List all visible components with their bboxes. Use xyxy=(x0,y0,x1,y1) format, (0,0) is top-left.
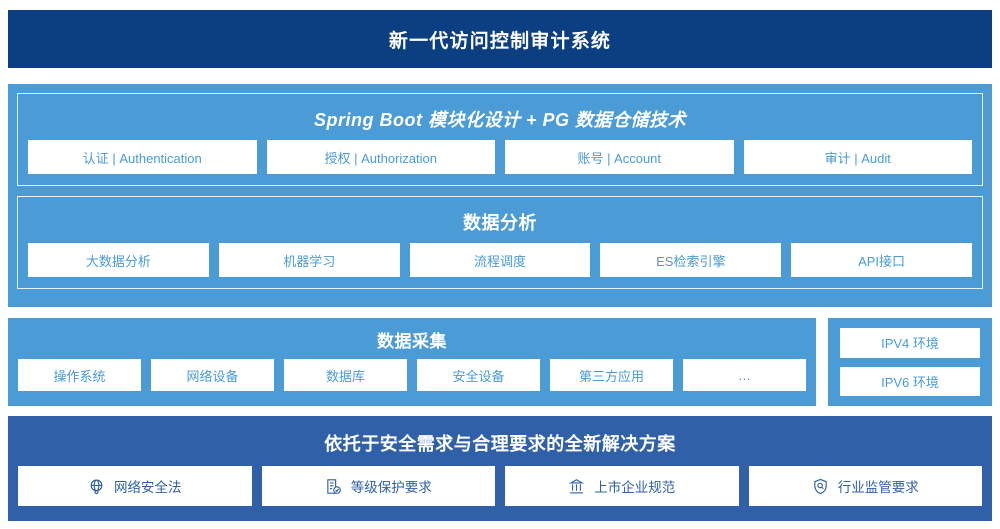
document-check-icon xyxy=(325,478,342,495)
chip-third-party-app[interactable]: 第三方应用 xyxy=(550,359,673,391)
platform-panel: Spring Boot 模块化设计 + PG 数据仓储技术 认证 | Authe… xyxy=(8,84,992,307)
page-title: 新一代访问控制审计系统 xyxy=(388,30,612,52)
chip-label: 上市企业规范 xyxy=(594,480,676,495)
group-title-compliance: 依托于安全需求与合理要求的全新解决方案 xyxy=(324,434,676,454)
compliance-panel: 依托于安全需求与合理要求的全新解决方案 网络安全法 xyxy=(8,416,992,521)
chip-operating-system[interactable]: 操作系统 xyxy=(18,359,141,391)
group-title-data-collection: 数据采集 xyxy=(377,332,447,351)
chip-big-data-analysis[interactable]: 大数据分析 xyxy=(28,243,209,277)
chip-label: 网络安全法 xyxy=(114,480,182,495)
chip-cybersecurity-law[interactable]: 网络安全法 xyxy=(18,466,252,506)
chip-row-compliance: 网络安全法 等级保护要求 xyxy=(18,466,982,506)
chip-label: 行业监管要求 xyxy=(837,480,919,495)
chip-process-scheduling[interactable]: 流程调度 xyxy=(409,243,591,277)
chip-classified-protection[interactable]: 等级保护要求 xyxy=(261,466,495,506)
chip-account[interactable]: 账号 | Account xyxy=(505,140,734,174)
bank-icon xyxy=(568,478,585,495)
shield-search-icon xyxy=(812,478,829,495)
collection-row: 数据采集 操作系统 网络设备 数据库 安全设备 第三方应用 … IPV4 环境 … xyxy=(8,318,992,406)
chip-network-device[interactable]: 网络设备 xyxy=(151,359,274,391)
header-bar: 新一代访问控制审计系统 xyxy=(8,10,992,68)
chip-database[interactable]: 数据库 xyxy=(284,359,407,391)
chip-authorization[interactable]: 授权 | Authorization xyxy=(266,140,495,174)
group-title-spring-boot: Spring Boot 模块化设计 + PG 数据仓储技术 xyxy=(313,110,686,130)
chip-authentication[interactable]: 认证 | Authentication xyxy=(28,140,257,174)
collection-panel: 数据采集 操作系统 网络设备 数据库 安全设备 第三方应用 … xyxy=(8,318,816,406)
chip-more-ellipsis[interactable]: … xyxy=(683,359,806,391)
chip-industry-regulation[interactable]: 行业监管要求 xyxy=(748,466,982,506)
chip-label: 等级保护要求 xyxy=(350,480,432,495)
chip-api-interface[interactable]: API接口 xyxy=(791,243,972,277)
chip-listed-enterprise-standard[interactable]: 上市企业规范 xyxy=(505,466,739,506)
group-spring-boot: Spring Boot 模块化设计 + PG 数据仓储技术 认证 | Authe… xyxy=(17,93,983,186)
chip-es-search-engine[interactable]: ES检索引擎 xyxy=(600,243,782,277)
group-data-analysis: 数据分析 大数据分析 机器学习 流程调度 ES检索引擎 API接口 xyxy=(17,196,983,289)
chip-row-spring-boot: 认证 | Authentication 授权 | Authorization 账… xyxy=(28,140,972,174)
chip-security-device[interactable]: 安全设备 xyxy=(417,359,540,391)
chip-row-data-analysis: 大数据分析 机器学习 流程调度 ES检索引擎 API接口 xyxy=(28,243,972,277)
chip-row-data-collection: 操作系统 网络设备 数据库 安全设备 第三方应用 … xyxy=(18,359,806,391)
chip-ipv4-environment[interactable]: IPV4 环境 xyxy=(840,328,980,358)
chip-audit[interactable]: 审计 | Audit xyxy=(743,140,972,174)
chip-ipv6-environment[interactable]: IPV6 环境 xyxy=(840,366,980,396)
chip-machine-learning[interactable]: 机器学习 xyxy=(218,243,400,277)
group-title-data-analysis: 数据分析 xyxy=(463,213,537,233)
globe-icon xyxy=(88,478,105,495)
environment-panel: IPV4 环境 IPV6 环境 xyxy=(828,318,992,406)
